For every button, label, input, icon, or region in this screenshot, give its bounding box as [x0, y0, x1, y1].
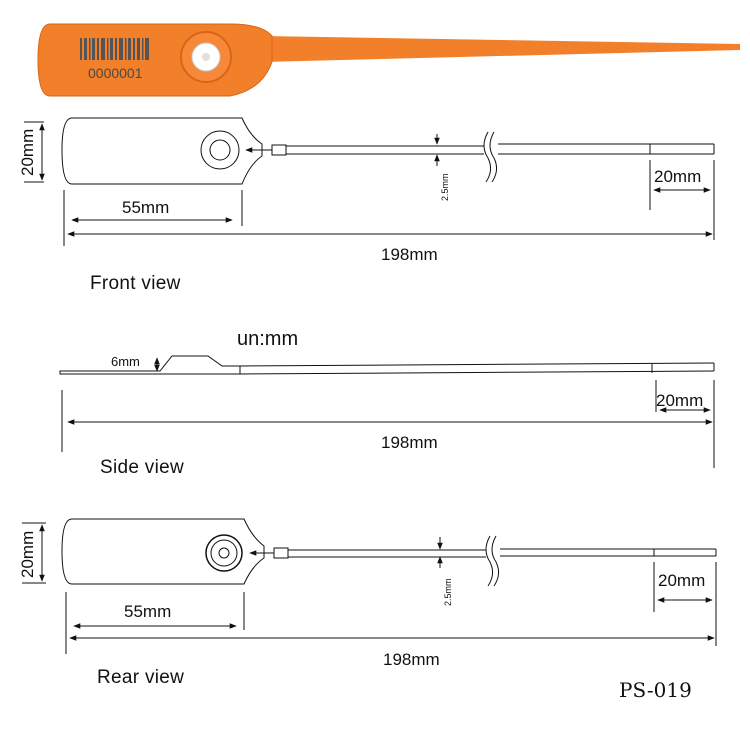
- front-body-label: 55mm: [122, 198, 169, 217]
- rear-tip-label: 20mm: [658, 571, 705, 590]
- rear-break-mark-2: [491, 535, 500, 587]
- front-break-mark: [483, 131, 492, 183]
- rear-strap-label: 2.5mm: [443, 578, 453, 606]
- barcode-icon: [80, 38, 149, 60]
- side-seal-body: [59, 355, 241, 375]
- side-view-title: Side view: [100, 457, 184, 478]
- front-height-label: 20mm: [18, 129, 37, 176]
- seal-photo-body: [37, 23, 273, 97]
- front-view: [24, 117, 715, 246]
- side-thickness-label: 6mm: [111, 354, 140, 369]
- side-strap-bottom: [239, 370, 715, 375]
- rear-seal-body: [61, 518, 265, 585]
- front-strap-head: [271, 144, 287, 156]
- rear-strap-head: [273, 547, 289, 559]
- rear-lock-outer: [205, 534, 243, 572]
- rear-view: [22, 518, 717, 654]
- rear-break-mark: [485, 535, 494, 587]
- front-lock-inner: [209, 139, 231, 161]
- product-code: PS-019: [619, 678, 692, 702]
- rear-lock-inner: [218, 547, 230, 559]
- front-seal-body: [61, 117, 263, 185]
- side-strap-top: [239, 362, 715, 367]
- front-strap-label: 2.5mm: [440, 173, 450, 201]
- rear-total-label: 198mm: [383, 650, 440, 669]
- front-total-label: 198mm: [381, 245, 438, 264]
- rear-view-title: Rear view: [97, 667, 184, 688]
- seal-lock-hole: [202, 53, 210, 61]
- side-view: [59, 355, 715, 468]
- front-tip-label: 20mm: [654, 167, 701, 186]
- side-tip-label: 20mm: [656, 391, 703, 410]
- front-break-mark-2: [489, 131, 498, 183]
- front-view-title: Front view: [90, 273, 181, 294]
- front-lock-outer: [200, 130, 240, 170]
- rear-lock-mid: [210, 539, 238, 567]
- seal-photo-strap: [262, 36, 740, 62]
- side-total-label: 198mm: [381, 433, 438, 452]
- rear-body-label: 55mm: [124, 602, 171, 621]
- seal-serial-number: 0000001: [88, 65, 143, 81]
- rear-height-label: 20mm: [18, 531, 37, 578]
- seal-photo: 0000001: [37, 23, 740, 97]
- unit-note: un:mm: [237, 328, 298, 350]
